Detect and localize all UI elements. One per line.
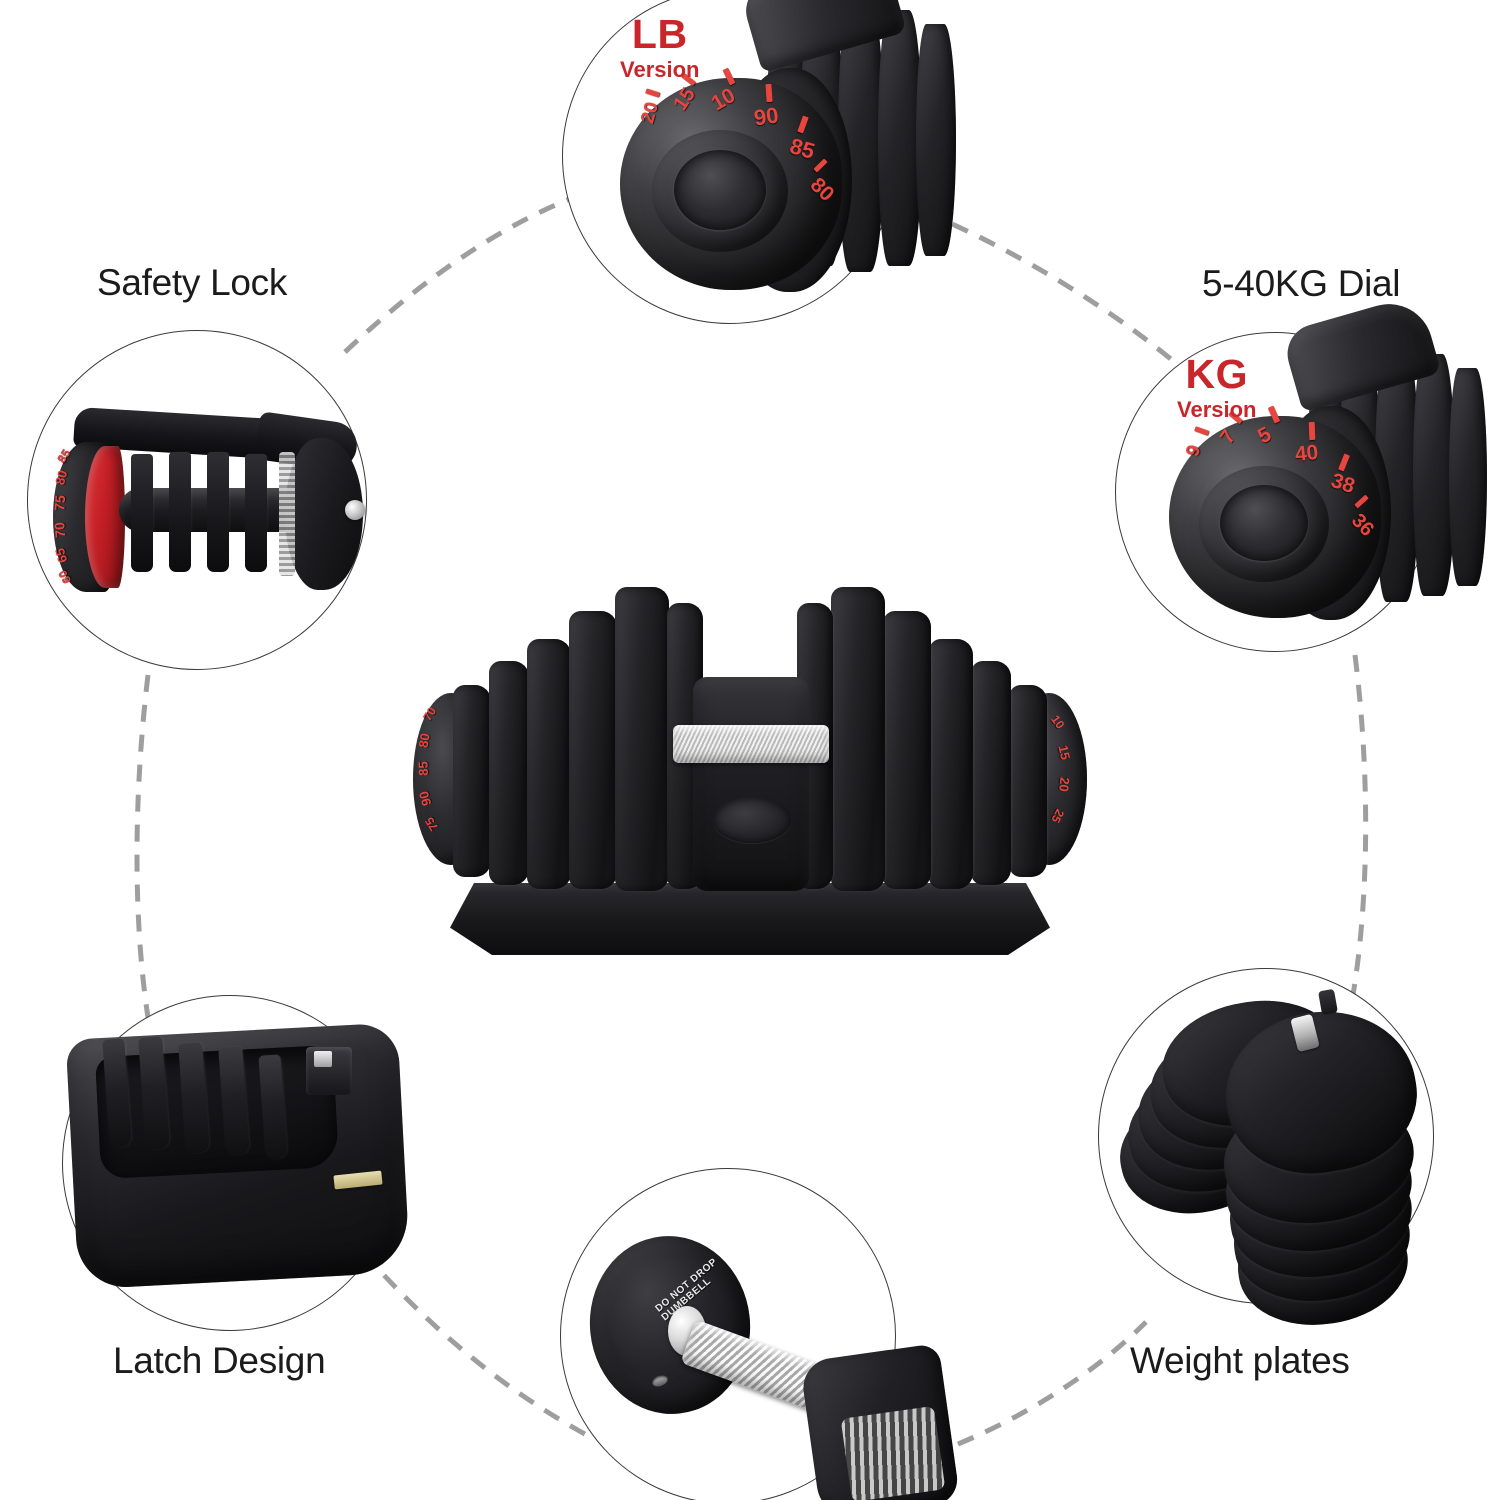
connector-safetylock-lb [343,195,573,354]
lb-version-badge: LB Version [620,14,699,81]
kg-badge-sub: Version [1177,397,1257,422]
kg-badge-main: KG [1185,351,1248,397]
caption-safety-lock: Safety Lock [97,262,288,303]
dumbbell-logo-emblem [713,797,791,843]
safety-lock-red-latch [85,446,125,588]
feature-latch-design[interactable] [62,995,442,1331]
caption-latch-design: Latch Design [113,1340,326,1381]
kg-version-badge: KG Version [1177,354,1256,421]
lb-dial-head: 20 15 10 90 85 80 [614,60,914,300]
feature-lb-version[interactable]: 20 15 10 90 85 80 LB Version [562,0,962,328]
safety-tick-75: 75 [51,494,69,512]
caption-weight-plates: Weight plates [1130,1340,1350,1381]
latch-metal-clip [314,1051,332,1067]
db-right-tick-15: 15 [1055,743,1074,762]
dumbbell-base-cradle [450,883,1050,955]
feature-safety-lock[interactable]: 85 80 75 70 65 60 [27,330,387,675]
feature-weight-plates[interactable] [1098,968,1448,1336]
safety-lock-chrome-pin [345,500,365,520]
dumbbell-chrome-grip [673,725,829,763]
kg-dial-head: 9 7 5 40 38 36 [1163,398,1453,630]
caption-kg-dial: 5-40KG Dial [1202,263,1401,304]
kg-tick-40: 40 [1293,440,1320,467]
lb-badge-main: LB [631,11,688,57]
feature-kg-dial[interactable]: 9 7 5 40 38 36 KG Version [1115,293,1495,662]
handle-plate-serration [840,1405,946,1500]
latch-tray-well [94,1044,340,1180]
feature-handle-grip[interactable]: DO NOT DROP DUMBBELL [560,1168,961,1500]
dumbbell-center-block [693,677,809,891]
db-left-tick-85: 85 [415,761,431,776]
safety-tick-70: 70 [51,521,69,539]
connector-kg-plates [1345,654,1369,1023]
db-left-tick-80: 80 [415,732,433,749]
lb-tick-90: 90 [752,102,781,131]
safety-lock-serration [279,452,295,576]
connector-handle-plates [929,1320,1148,1458]
db-right-tick-20: 20 [1056,776,1073,793]
product-adjustable-dumbbell[interactable]: 70 80 85 90 75 10 15 20 25 [405,565,1095,965]
connector-safetylock-latch [134,674,153,1031]
lb-badge-sub: Version [620,57,700,82]
